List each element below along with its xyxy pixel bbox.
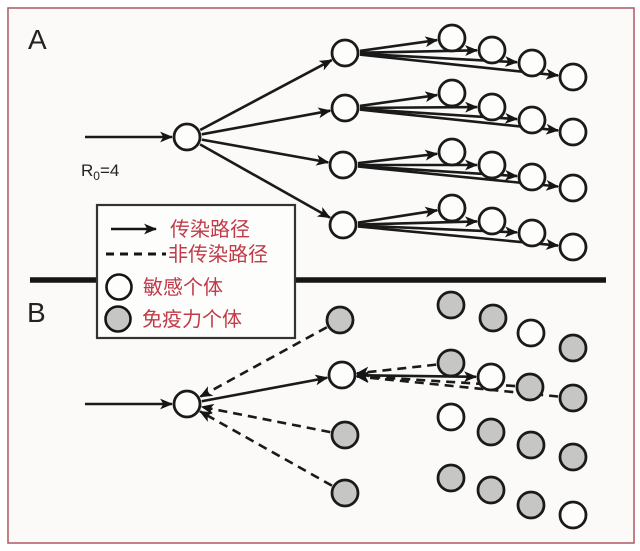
edge-transmission-path [356,371,478,383]
edge-non-transmission-path [355,363,437,378]
node-susceptible-individual [330,38,360,68]
node-susceptible-individual [558,117,588,147]
node-susceptible-individual [558,62,588,92]
r0-base: R [81,161,93,180]
panel-b-label: B [27,297,46,328]
edge-transmission-path [357,206,439,224]
legend-item-immune: 免疫力个体 [104,305,242,333]
legend-label-susceptible: 敏感个体 [143,276,223,299]
node-susceptible-individual [477,150,507,180]
node-immune-individual [476,475,506,505]
node-susceptible-individual [436,402,466,432]
node-susceptible-individual [437,23,467,53]
edge-non-transmission-path [199,410,333,487]
node-susceptible-individual [477,35,507,65]
immune-circle-icon [104,305,132,333]
node-immune-individual [515,372,545,402]
node-immune-individual [330,478,360,508]
edge-transmission-path [201,374,329,403]
node-susceptible-individual [476,362,506,392]
panel-a-label: A [28,24,47,55]
node-susceptible-individual [558,500,588,530]
node-immune-individual [436,290,466,320]
edge-non-transmission-path [200,403,331,434]
r0-value: =4 [100,161,119,180]
node-immune-individual [476,417,506,447]
frame-border [7,7,635,544]
edge-transmission-path [201,138,330,166]
edge-transmission-path [359,36,439,53]
nodes-layer [172,23,588,530]
legend-label-immune: 免疫力个体 [142,308,242,331]
r0-subscript: 0 [93,169,100,183]
node-immune-individual [436,463,466,493]
node-susceptible-individual [517,162,547,192]
edge-transmission-path [357,149,439,165]
edge-non-transmission-path [355,371,516,388]
edge-transmission-path [359,101,479,113]
legend-box: 传染路径 非传染路径 敏感个体 免疫力个体 [95,203,297,340]
legend-item-susceptible: 敏感个体 [105,273,223,301]
legend-item-transmission-path: 传染路径 [111,218,250,241]
node-susceptible-individual [558,173,588,203]
node-immune-individual [478,303,508,333]
node-susceptible-individual [517,105,547,135]
node-susceptible-individual [328,150,358,180]
edge-transmission-path [357,216,479,228]
node-immune-individual [516,490,546,520]
node-immune-individual [436,348,466,378]
node-susceptible-individual [437,193,467,223]
node-susceptible-individual [172,389,202,419]
legend-item-non-transmission-path: 非传染路径 [106,243,268,266]
node-susceptible-individual [172,122,202,152]
node-susceptible-individual [517,48,547,78]
node-immune-individual [325,305,355,335]
node-susceptible-individual [517,218,547,248]
legend-label-non-transmission: 非传染路径 [168,243,268,266]
node-immune-individual [558,442,588,472]
node-susceptible-individual [516,318,546,348]
node-susceptible-individual [437,78,467,108]
susceptible-circle-icon [105,273,133,301]
node-immune-individual [516,430,546,460]
node-susceptible-individual [437,137,467,167]
node-immune-individual [558,383,588,413]
edge-non-transmission-path [199,326,328,398]
node-susceptible-individual [558,232,588,262]
edge-transmission-path [199,143,331,219]
node-susceptible-individual [477,92,507,122]
node-susceptible-individual [330,93,360,123]
node-immune-individual [558,333,588,363]
edge-transmission-path [201,107,332,136]
node-immune-individual [330,420,360,450]
legend-label-transmission: 传染路径 [170,218,250,241]
node-susceptible-individual [328,210,358,240]
node-susceptible-individual [327,360,357,390]
edge-transmission-path [359,91,439,108]
r0-label: R0=4 [81,161,119,183]
edge-transmission-path [199,58,333,132]
node-susceptible-individual [477,206,507,236]
